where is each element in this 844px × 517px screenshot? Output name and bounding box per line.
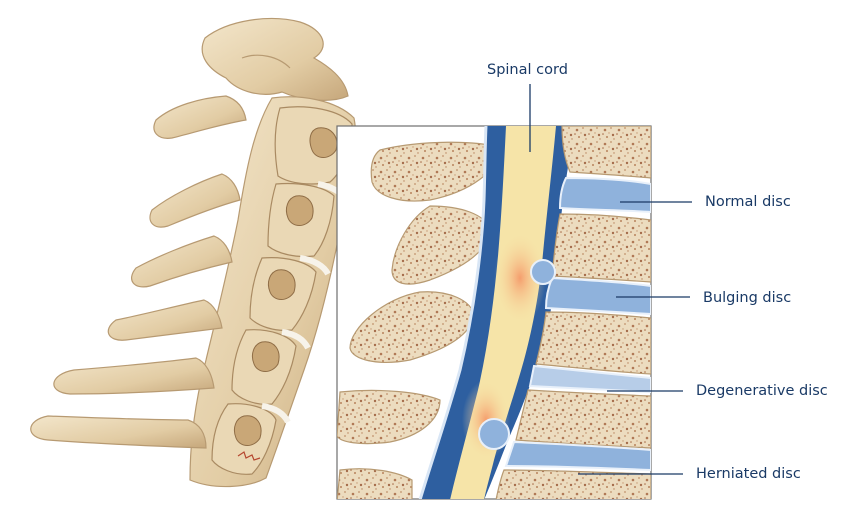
degenerative-disc-label: Degenerative disc [696,382,828,400]
herniated-disc-label: Herniated disc [696,465,801,483]
normal-disc-label: Normal disc [705,193,791,211]
cross-section-box [337,126,651,502]
cervical-spine-illustration [31,19,356,487]
bulging-disc-label: Bulging disc [703,289,791,307]
spinal-cord-label: Spinal cord [487,61,568,79]
